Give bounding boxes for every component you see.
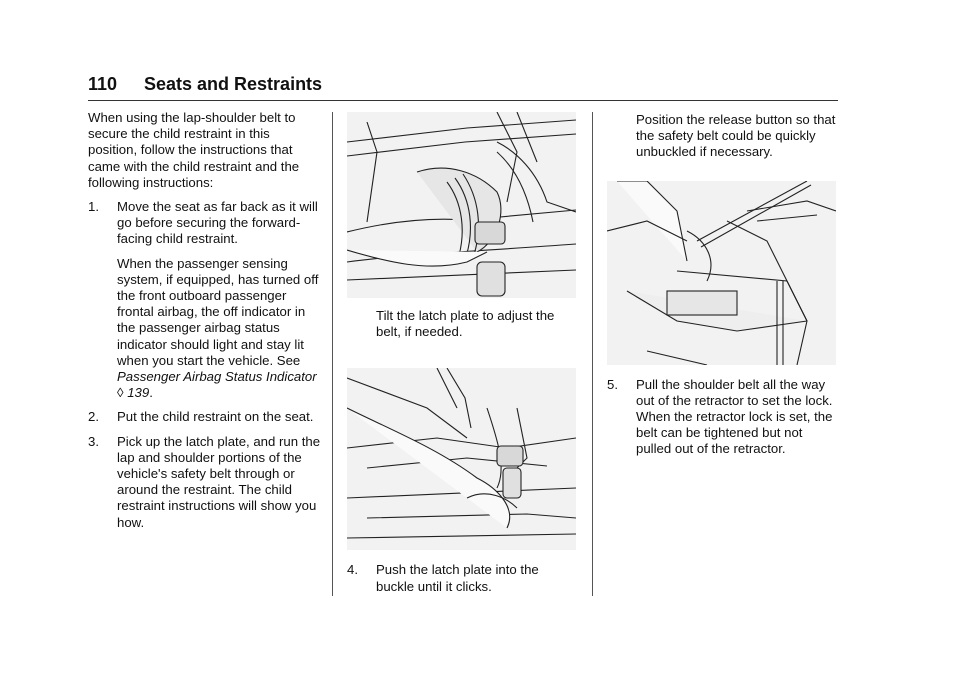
- page-ref-symbol: ◊: [117, 385, 124, 401]
- step-4-text: Push the latch plate into the buckle unt…: [376, 562, 539, 594]
- step-2: 2. Put the child restraint on the seat.: [88, 409, 322, 425]
- page-ref-number[interactable]: 139: [127, 385, 150, 401]
- step-1-number: 1.: [88, 199, 99, 215]
- column-divider-left: [332, 112, 333, 596]
- tilt-latch-illustration: [347, 112, 576, 298]
- step-5-number: 5.: [607, 376, 618, 392]
- page-number: 110: [88, 74, 118, 94]
- note-period: .: [149, 385, 153, 401]
- step-1-text: Move the seat as far back as it will go …: [117, 199, 318, 247]
- column-3: Position the release button so that the …: [607, 112, 839, 458]
- tilt-instruction: Tilt the latch plate to adjust the belt,…: [376, 308, 555, 340]
- step-5: 5. Pull the shoulder belt all the way ou…: [607, 377, 839, 458]
- step-4: 4. Push the latch plate into the buckle …: [347, 562, 577, 594]
- airbag-note: When the passenger sensing system, if eq…: [88, 256, 322, 402]
- column-divider-right: [592, 112, 593, 596]
- column-2: Tilt the latch plate to adjust the belt,…: [347, 112, 577, 595]
- section-title: Seats and Restraints: [144, 74, 323, 94]
- step-4-number: 4.: [347, 562, 358, 578]
- step-5-text: Pull the shoulder belt all the way out o…: [636, 376, 833, 457]
- page-header: 110 Seats and Restraints: [88, 70, 838, 101]
- pull-belt-illustration: [607, 180, 836, 365]
- step-1: 1. Move the seat as far back as it will …: [88, 199, 322, 248]
- step-2-text: Put the child restraint on the seat.: [117, 409, 314, 425]
- airbag-status-link[interactable]: Passenger Airbag Status Indicator: [117, 369, 317, 385]
- step-3-number: 3.: [88, 433, 99, 449]
- column-1: When using the lap-shoulder belt to secu…: [88, 110, 322, 531]
- airbag-note-text: When the passenger sensing system, if eq…: [117, 255, 319, 368]
- position-release-instruction: Position the release button so that the …: [636, 112, 836, 160]
- step-3-text: Pick up the latch plate, and run the lap…: [117, 433, 321, 530]
- intro-paragraph: When using the lap-shoulder belt to secu…: [88, 110, 300, 190]
- push-latch-illustration: [347, 368, 576, 551]
- step-3: 3. Pick up the latch plate, and run the …: [88, 434, 322, 531]
- step-2-number: 2.: [88, 409, 99, 425]
